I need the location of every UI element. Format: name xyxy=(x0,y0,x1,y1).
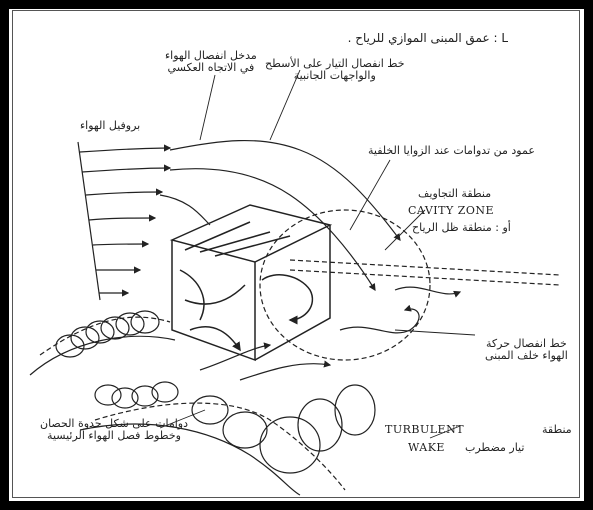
label-turbulent-en: TURBULENT xyxy=(385,424,464,436)
label-wake-line: خط انفصال حركة الهواء خلف المبنى xyxy=(485,338,568,362)
label-reverse-flow-line2: في الاتجاه العكسي xyxy=(165,62,257,74)
label-wind-profile: بروفيل الهواء xyxy=(80,120,140,132)
roof-flow-lines xyxy=(160,141,400,290)
label-separation-line2: والواجهات الجانبية xyxy=(265,70,405,82)
label-cavity-sub: أو : منطقة ظل الرياح xyxy=(412,222,511,234)
figure-title: L : عمق المبنى الموازي للرياح . xyxy=(348,32,508,45)
label-wake-ar: تيار مضطرب xyxy=(465,442,524,454)
label-wake-line2: الهواء خلف المبنى xyxy=(485,350,568,362)
label-turbulent-ar: منطقة xyxy=(542,424,572,436)
label-separation-line: خط انفصال التيار على الأسطح والواجهات ال… xyxy=(265,58,405,82)
label-horseshoe-line2: وخطوط فصل الهواء الرئيسية xyxy=(40,430,188,442)
leader-lines xyxy=(160,70,475,438)
label-cavity-ar: منطقة التجاويف xyxy=(418,188,491,200)
label-wake-en: WAKE xyxy=(408,442,445,454)
horseshoe-vortices xyxy=(30,311,375,495)
label-reverse-flow: مدخل انفصال الهواء في الاتجاه العكسي xyxy=(165,50,257,74)
building-cube xyxy=(172,205,330,360)
wind-profile xyxy=(78,142,170,300)
label-cavity-en: CAVITY ZONE xyxy=(408,205,494,217)
label-rear-vortex: عمود من تدوامات عند الزوايا الخلفية xyxy=(368,145,535,157)
label-horseshoe: دوامات على شكل حدوة الحصان وخطوط فصل اله… xyxy=(40,418,188,442)
